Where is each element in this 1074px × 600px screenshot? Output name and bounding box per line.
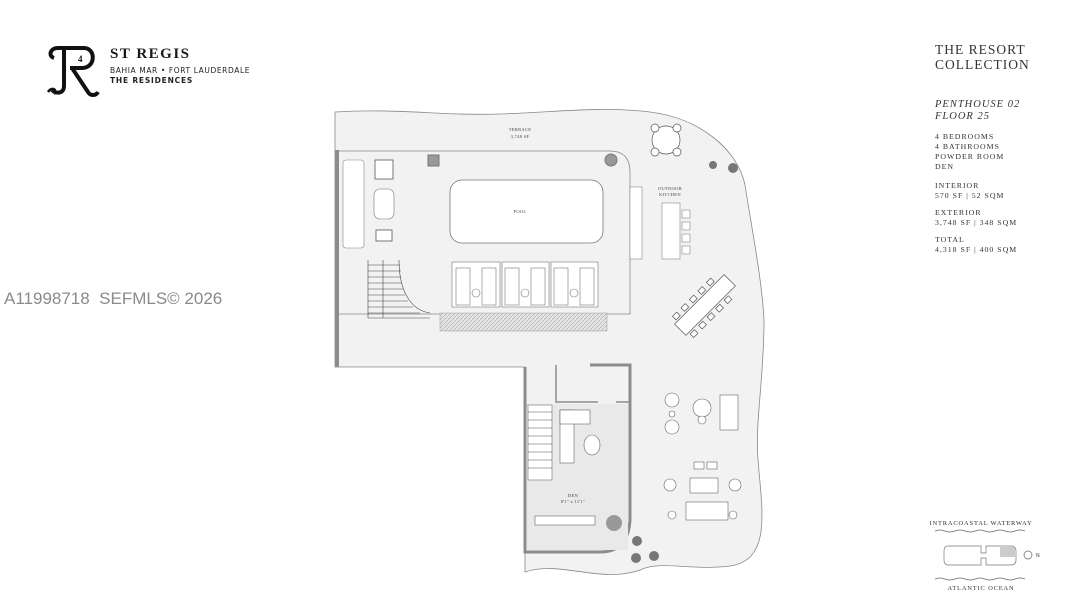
feature-den: DEN [935,162,955,171]
round-dining-table [650,123,682,157]
kitchen-island [661,202,681,260]
svg-text:4: 4 [78,54,83,64]
ocean-line [934,577,1026,581]
sun-loungers [451,261,599,308]
terrace-label: TERRACE [509,127,532,132]
key-plan-unit-highlight [1000,547,1015,557]
brand-location: BAHIA MAR • FORT LAUDERDALE [110,66,251,75]
st-regis-monogram-logo: 4 [46,46,100,97]
unit-name: PENTHOUSE 02 [935,99,1021,110]
key-plan-top-label: INTRACOASTAL WATERWAY [930,520,1033,527]
planter-strip [439,312,608,332]
north-arrow-icon [1023,550,1033,560]
planter-round [604,153,618,167]
den-coffee-table [583,434,601,456]
kitchen-label-line2: KITCHEN [659,192,681,197]
mls-watermark: A11998718 SEFMLS© 2026 [4,289,223,308]
exterior-value: 3,748 SF | 348 SQM [935,218,1018,227]
unit-floor: FLOOR 25 [935,111,990,122]
den-planter [606,515,622,531]
daybed [342,159,365,249]
staircase [367,259,431,319]
north-label: N [1036,553,1040,559]
den-size: 8'1" x 11'1" [561,499,585,504]
bar-stools [681,209,691,255]
feature-bedrooms: 4 BEDROOMS [935,132,995,141]
long-dining-table [671,274,736,339]
lounge-seating [663,392,742,521]
exterior-label: EXTERIOR [935,208,982,217]
den-desk [534,515,596,526]
terrace-outline [334,109,765,575]
pool-deck [339,150,631,315]
terrace-area: 3,748 SF [511,134,530,140]
collection-title-line2: COLLECTION [935,57,1030,72]
collection-title-line1: THE RESORT [935,42,1026,57]
plants [631,161,738,563]
den-stairs [527,404,553,481]
feature-bathrooms: 4 BATHROOMS [935,142,1000,151]
key-plan-building [943,545,1017,566]
lounge-chair [374,159,394,180]
side-table [375,229,393,242]
brand-subtitle: THE RESIDENCES [110,76,194,85]
feature-powder-room: POWDER ROOM [935,152,1005,161]
pool-label: POOL [514,209,527,214]
planter-square [427,154,440,167]
pool [449,179,604,244]
waterway-line [934,529,1026,533]
brand-name: ST REGIS [110,46,191,62]
unit-info-panel: THE RESORT COLLECTION PENTHOUSE 02 FLOOR… [935,42,1030,255]
key-plan-bottom-label: ATLANTIC OCEAN [948,585,1015,592]
outdoor-kitchen-counter [629,186,643,260]
total-label: TOTAL [935,235,965,244]
exterior-wall-left [335,150,339,367]
den-sofa-back [559,409,591,425]
den-label: DEN [568,493,579,498]
interior-label: INTERIOR [935,181,980,190]
interior-value: 570 SF | 52 SQM [935,191,1005,200]
chaise [373,188,395,220]
kitchen-label-line1: OUTDOOR [658,186,682,191]
total-value: 4,318 SF | 400 SQM [935,245,1018,254]
